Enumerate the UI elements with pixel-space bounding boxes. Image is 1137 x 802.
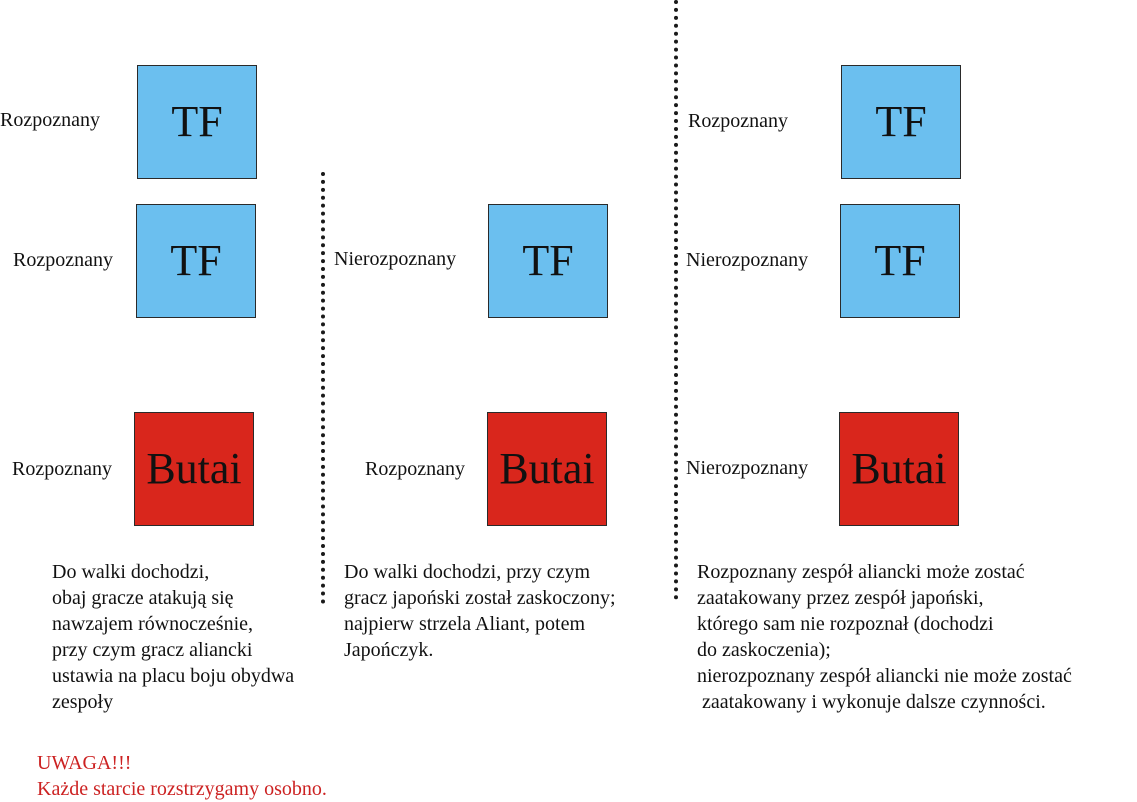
status-label-col3-unit1: Rozpoznany [688, 110, 788, 132]
status-label-col3-unit3: Nierozpoznany [686, 457, 809, 479]
status-label-col1-unit2: Rozpoznany [13, 249, 113, 271]
unit-box-tf-col2: TF [488, 204, 608, 318]
status-label-col2-unit2: Rozpoznany [365, 458, 465, 480]
unit-box-butai-col1: Butai [134, 412, 254, 526]
unit-box-butai-col3: Butai [839, 412, 959, 526]
description-col2: Do walki dochodzi, przy czym gracz japoń… [344, 561, 616, 661]
status-label-col3-unit2: Nierozpoznany [686, 249, 809, 271]
description-col3: Rozpoznany zespół aliancki może zostać z… [697, 561, 1072, 713]
status-label-col2-unit1: Nierozpoznany [334, 248, 457, 270]
warning-text: Każde starcie rozstrzygamy osobno. [37, 778, 327, 800]
unit-box-tf-col1-2: TF [136, 204, 256, 318]
unit-box-tf-col1-1: TF [137, 65, 257, 179]
status-label-col1-unit3: Rozpoznany [12, 458, 112, 480]
unit-box-tf-col3-1: TF [841, 65, 961, 179]
column-divider-1 [321, 172, 325, 604]
status-label-col1-unit1: Rozpoznany [0, 109, 100, 131]
description-col1: Do walki dochodzi, obaj gracze atakują s… [52, 561, 295, 713]
unit-box-butai-col2: Butai [487, 412, 607, 526]
warning-note: UWAGA!!! Każde starcie rozstrzygamy osob… [37, 750, 327, 802]
warning-title: UWAGA!!! [37, 752, 132, 774]
unit-box-tf-col3-2: TF [840, 204, 960, 318]
column-divider-2 [674, 0, 678, 600]
